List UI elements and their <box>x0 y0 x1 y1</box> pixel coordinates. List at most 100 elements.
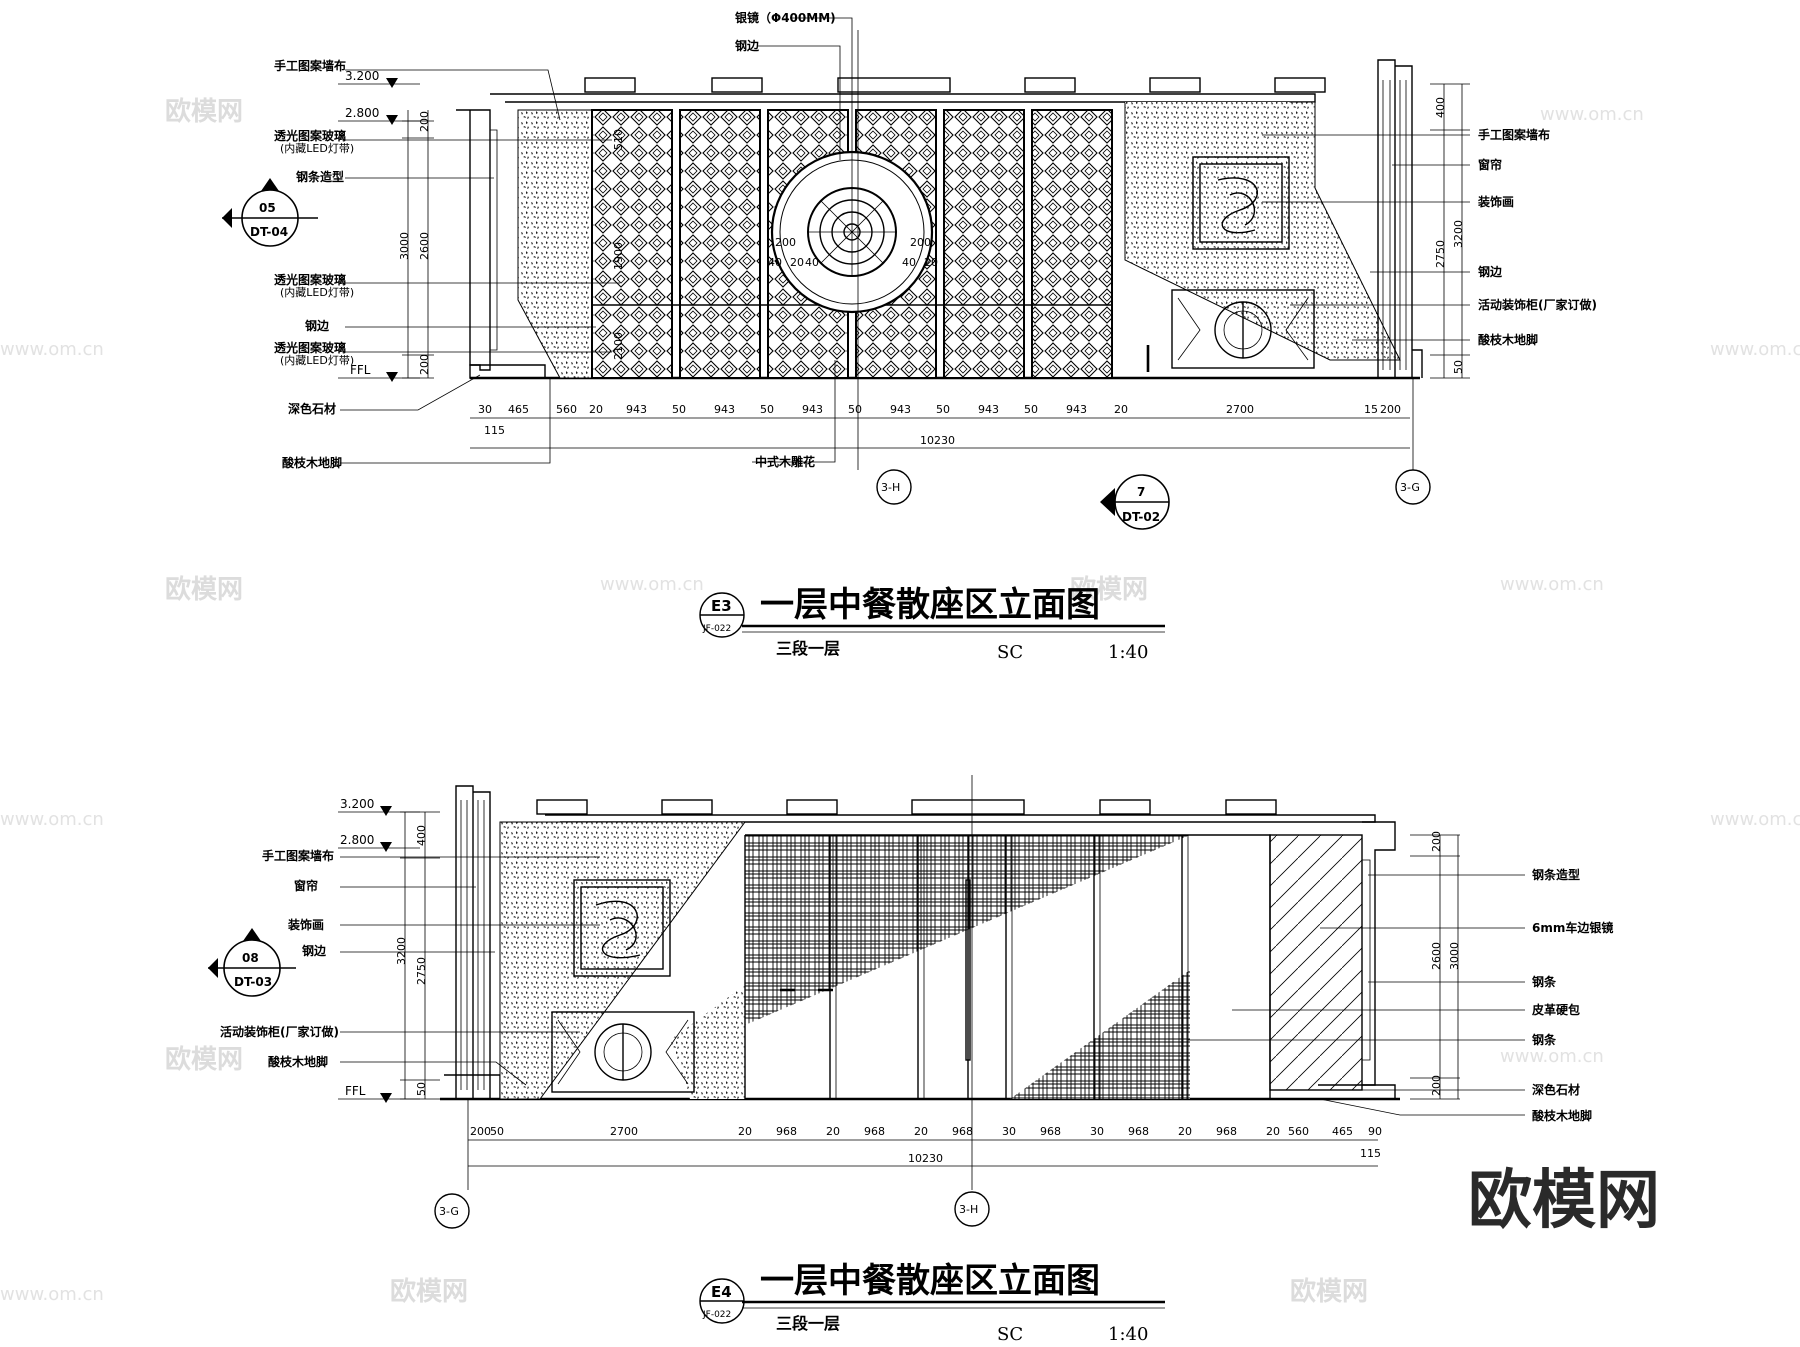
drawing-title: 一层中餐散座区立面图 <box>760 1261 1100 1301</box>
svg-text:三段一层: 三段一层 <box>776 1314 840 1333</box>
axis-bubble-3h: 3-H <box>954 1191 990 1227</box>
svg-text:50: 50 <box>1452 360 1465 374</box>
svg-text:7: 7 <box>1137 485 1145 499</box>
svg-text:SC: SC <box>997 642 1023 663</box>
callout: 深色石材 <box>288 401 336 416</box>
svg-text:943: 943 <box>1066 403 1087 416</box>
svg-text:50: 50 <box>415 1082 428 1096</box>
svg-text:20: 20 <box>1266 1125 1280 1138</box>
svg-text:DT-03: DT-03 <box>234 975 272 989</box>
wallcovering-left <box>499 821 746 1100</box>
brand-logo: 欧模网 <box>1468 1164 1660 1238</box>
svg-text:40: 40 <box>902 256 916 269</box>
svg-text:E3: E3 <box>711 597 732 615</box>
svg-text:200: 200 <box>1430 831 1443 852</box>
svg-text:968: 968 <box>864 1125 885 1138</box>
svg-text:943: 943 <box>802 403 823 416</box>
svg-text:酸枝木地脚: 酸枝木地脚 <box>1532 1108 1592 1123</box>
svg-text:酸枝木地脚: 酸枝木地脚 <box>1478 332 1538 347</box>
lattice-panels <box>591 109 1113 379</box>
svg-text:200: 200 <box>1430 1075 1443 1096</box>
svg-text:40: 40 <box>768 256 782 269</box>
svg-text:968: 968 <box>1040 1125 1061 1138</box>
svg-text:钢边: 钢边 <box>735 38 760 53</box>
callout: 装饰画 <box>287 917 324 932</box>
level-ffl: FFL <box>345 1084 366 1098</box>
bottom-dimension-chain: 200 50 2700 20 968 20 968 20 968 30 968 … <box>468 1125 1382 1167</box>
callout: 手工图案墙布 <box>274 58 346 73</box>
svg-text:钢边: 钢边 <box>1478 264 1503 279</box>
svg-text:3-G: 3-G <box>439 1205 459 1218</box>
title-block-e3: E3 JF-022 一层中餐散座区立面图 三段一层 SC 1:40 <box>699 585 1165 663</box>
round-mirror-carving <box>770 150 934 314</box>
svg-text:3200: 3200 <box>1452 220 1465 248</box>
drawing-scale: 1:40 <box>1108 642 1148 663</box>
right-dimensions: 200 2600 3000 200 <box>1410 831 1461 1100</box>
svg-text:三段一层: 三段一层 <box>776 639 840 658</box>
watermark-url: www.om.cn <box>1540 104 1644 125</box>
svg-text:手工图案墙布: 手工图案墙布 <box>1478 127 1550 142</box>
svg-text:968: 968 <box>776 1125 797 1138</box>
axis-bubble-3g: 3-G <box>434 1193 470 1229</box>
left-pilaster <box>456 109 546 379</box>
left-column-curtain <box>444 785 501 1100</box>
elevation-e3: 3.200 2.800 FFL 200 2600 3000 200 400 27… <box>222 10 1597 663</box>
svg-text:20: 20 <box>826 1125 840 1138</box>
svg-text:2600: 2600 <box>1430 942 1443 970</box>
svg-text:05: 05 <box>259 201 276 215</box>
svg-text:50: 50 <box>672 403 686 416</box>
level-ffl: FFL <box>350 363 371 377</box>
svg-text:560: 560 <box>1288 1125 1309 1138</box>
callout: 活动装饰柜(厂家订做) <box>220 1024 339 1039</box>
svg-text:30: 30 <box>1002 1125 1016 1138</box>
svg-text:943: 943 <box>978 403 999 416</box>
svg-text:(内藏LED灯带): (内藏LED灯带) <box>280 141 354 155</box>
level-2800: 2.800 <box>345 106 379 120</box>
svg-text:3000: 3000 <box>398 232 411 260</box>
svg-text:20: 20 <box>589 403 603 416</box>
decorative-painting <box>1192 156 1290 250</box>
watermark-url: www.om.cn <box>0 1284 104 1305</box>
callout: 酸枝木地脚 <box>268 1054 328 1069</box>
svg-text:30: 30 <box>478 403 492 416</box>
level-markers: 3.200 2.800 FFL <box>338 797 420 1103</box>
svg-text:6mm车边银镜: 6mm车边银镜 <box>1532 920 1613 935</box>
watermarks: 欧模网 欧模网 欧模网 欧模网 欧模网 欧模网 www.om.cn www.om… <box>0 96 1800 1307</box>
svg-text:钢条造型: 钢条造型 <box>1532 867 1580 882</box>
svg-text:(内藏LED灯带): (内藏LED灯带) <box>280 353 354 367</box>
svg-text:20: 20 <box>738 1125 752 1138</box>
svg-text:968: 968 <box>952 1125 973 1138</box>
svg-text:510: 510 <box>612 129 625 150</box>
callout: 钢边 <box>302 943 327 958</box>
svg-text:200: 200 <box>418 111 431 132</box>
callout: 窗帘 <box>294 878 318 893</box>
callouts-right: 手工图案墙布 窗帘 装饰画 钢边 活动装饰柜(厂家订做) 酸枝木地脚 <box>1262 127 1597 347</box>
svg-text:深色石材: 深色石材 <box>1532 1082 1580 1097</box>
callouts-right: 钢条造型 6mm车边银镜 钢条 皮革硬包 钢条 深色石材 酸枝木地脚 <box>1188 867 1613 1123</box>
grid-glass-panels <box>744 834 1271 1099</box>
svg-text:943: 943 <box>714 403 735 416</box>
svg-text:968: 968 <box>1128 1125 1149 1138</box>
callouts-top: 银镜（Φ400MM) 钢边 <box>735 10 853 190</box>
svg-text:400: 400 <box>415 825 428 846</box>
svg-text:2750: 2750 <box>415 957 428 985</box>
watermark-url: www.om.cn <box>0 809 104 830</box>
section-mark-7: 7 DT-02 <box>1100 474 1170 530</box>
svg-text:2700: 2700 <box>610 1125 638 1138</box>
section-mark-05: 05 DT-04 <box>222 178 318 247</box>
callouts-left: 手工图案墙布 透光图案玻璃 (内藏LED灯带) 钢条造型 透光图案玻璃 (内藏L… <box>274 58 620 470</box>
svg-text:50: 50 <box>848 403 862 416</box>
callout: 透光图案玻璃 <box>274 340 346 355</box>
svg-text:115: 115 <box>484 424 505 437</box>
svg-text:E4: E4 <box>711 1283 732 1301</box>
svg-text:活动装饰柜(厂家订做): 活动装饰柜(厂家订做) <box>1478 297 1597 312</box>
svg-text:20: 20 <box>1178 1125 1192 1138</box>
svg-text:2100: 2100 <box>612 332 625 360</box>
svg-text:3000: 3000 <box>1448 942 1461 970</box>
svg-text:943: 943 <box>626 403 647 416</box>
watermark-logo: 欧模网 <box>1290 1276 1368 1307</box>
decorative-painting <box>573 879 671 977</box>
section-mark-08: 08 DT-03 <box>208 928 296 997</box>
svg-text:465: 465 <box>508 403 529 416</box>
